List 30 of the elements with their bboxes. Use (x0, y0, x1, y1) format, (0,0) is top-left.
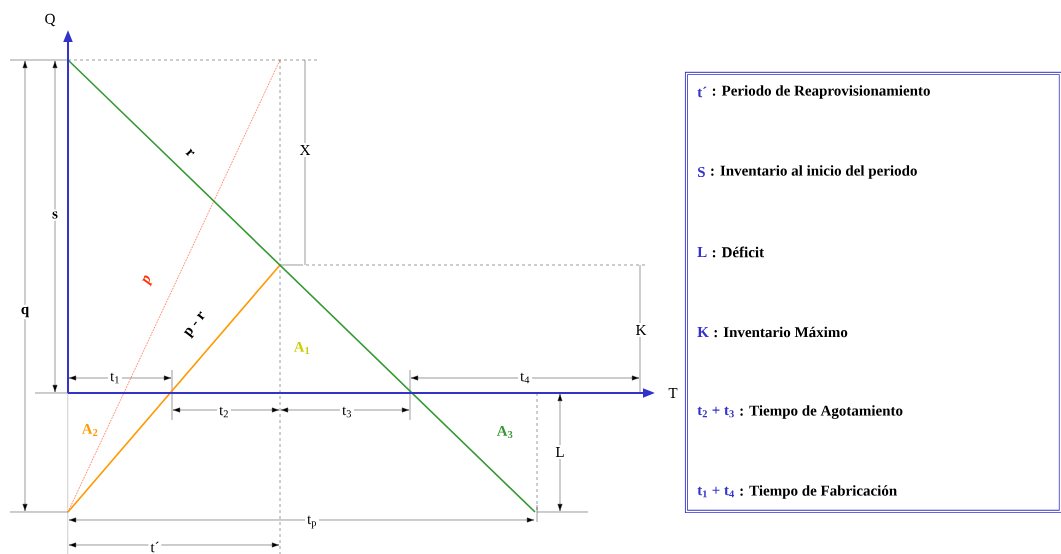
axis-label: Q (45, 13, 56, 27)
definition-text: : Déficit (712, 246, 764, 258)
symbol-label: t$_{1}$ + t$_{4}$ (697, 486, 735, 498)
area-label: A$_{2}$ (81, 423, 98, 436)
symbol-label: t$_{2}$ + t$_{3}$ (697, 406, 734, 418)
dimension-label: t$_{p}$ (305, 513, 319, 531)
rate-label: r (185, 148, 195, 157)
definition-text: : Tiempo de Agotamiento (740, 405, 903, 419)
symbol-label: S (698, 166, 705, 178)
dimension-label: t$_{3}$ (340, 404, 354, 420)
rate-label: p (142, 275, 153, 287)
area-label: A$_{1}$ (293, 341, 310, 355)
dimension-label: q (18, 304, 32, 320)
dimension-label: t$_{2}$ (217, 404, 231, 420)
dimension-label: s (50, 209, 60, 221)
symbol-label: L (697, 247, 707, 257)
rate-label: p - r (183, 311, 205, 339)
symbol-label: K (697, 327, 709, 337)
definition-text: : Periodo de Reaprovisionamiento (712, 85, 930, 99)
dimension-label: L (553, 445, 567, 459)
definition-text: : Inventario Máximo (714, 326, 848, 338)
definition-text: : Tiempo de Fabricación (740, 485, 897, 499)
dimension-label: K (633, 323, 649, 337)
dimension-label: t$_{4}$ (518, 370, 532, 386)
definition-text: : Inventario al inicio del periodo (711, 165, 917, 179)
symbol-label: t´ (697, 86, 707, 98)
dimension-label: X (297, 143, 313, 157)
dimension-label: t´ (148, 540, 162, 554)
dimension-label: t$_{1}$ (108, 370, 122, 386)
area-label: A$_{3}$ (496, 425, 513, 439)
